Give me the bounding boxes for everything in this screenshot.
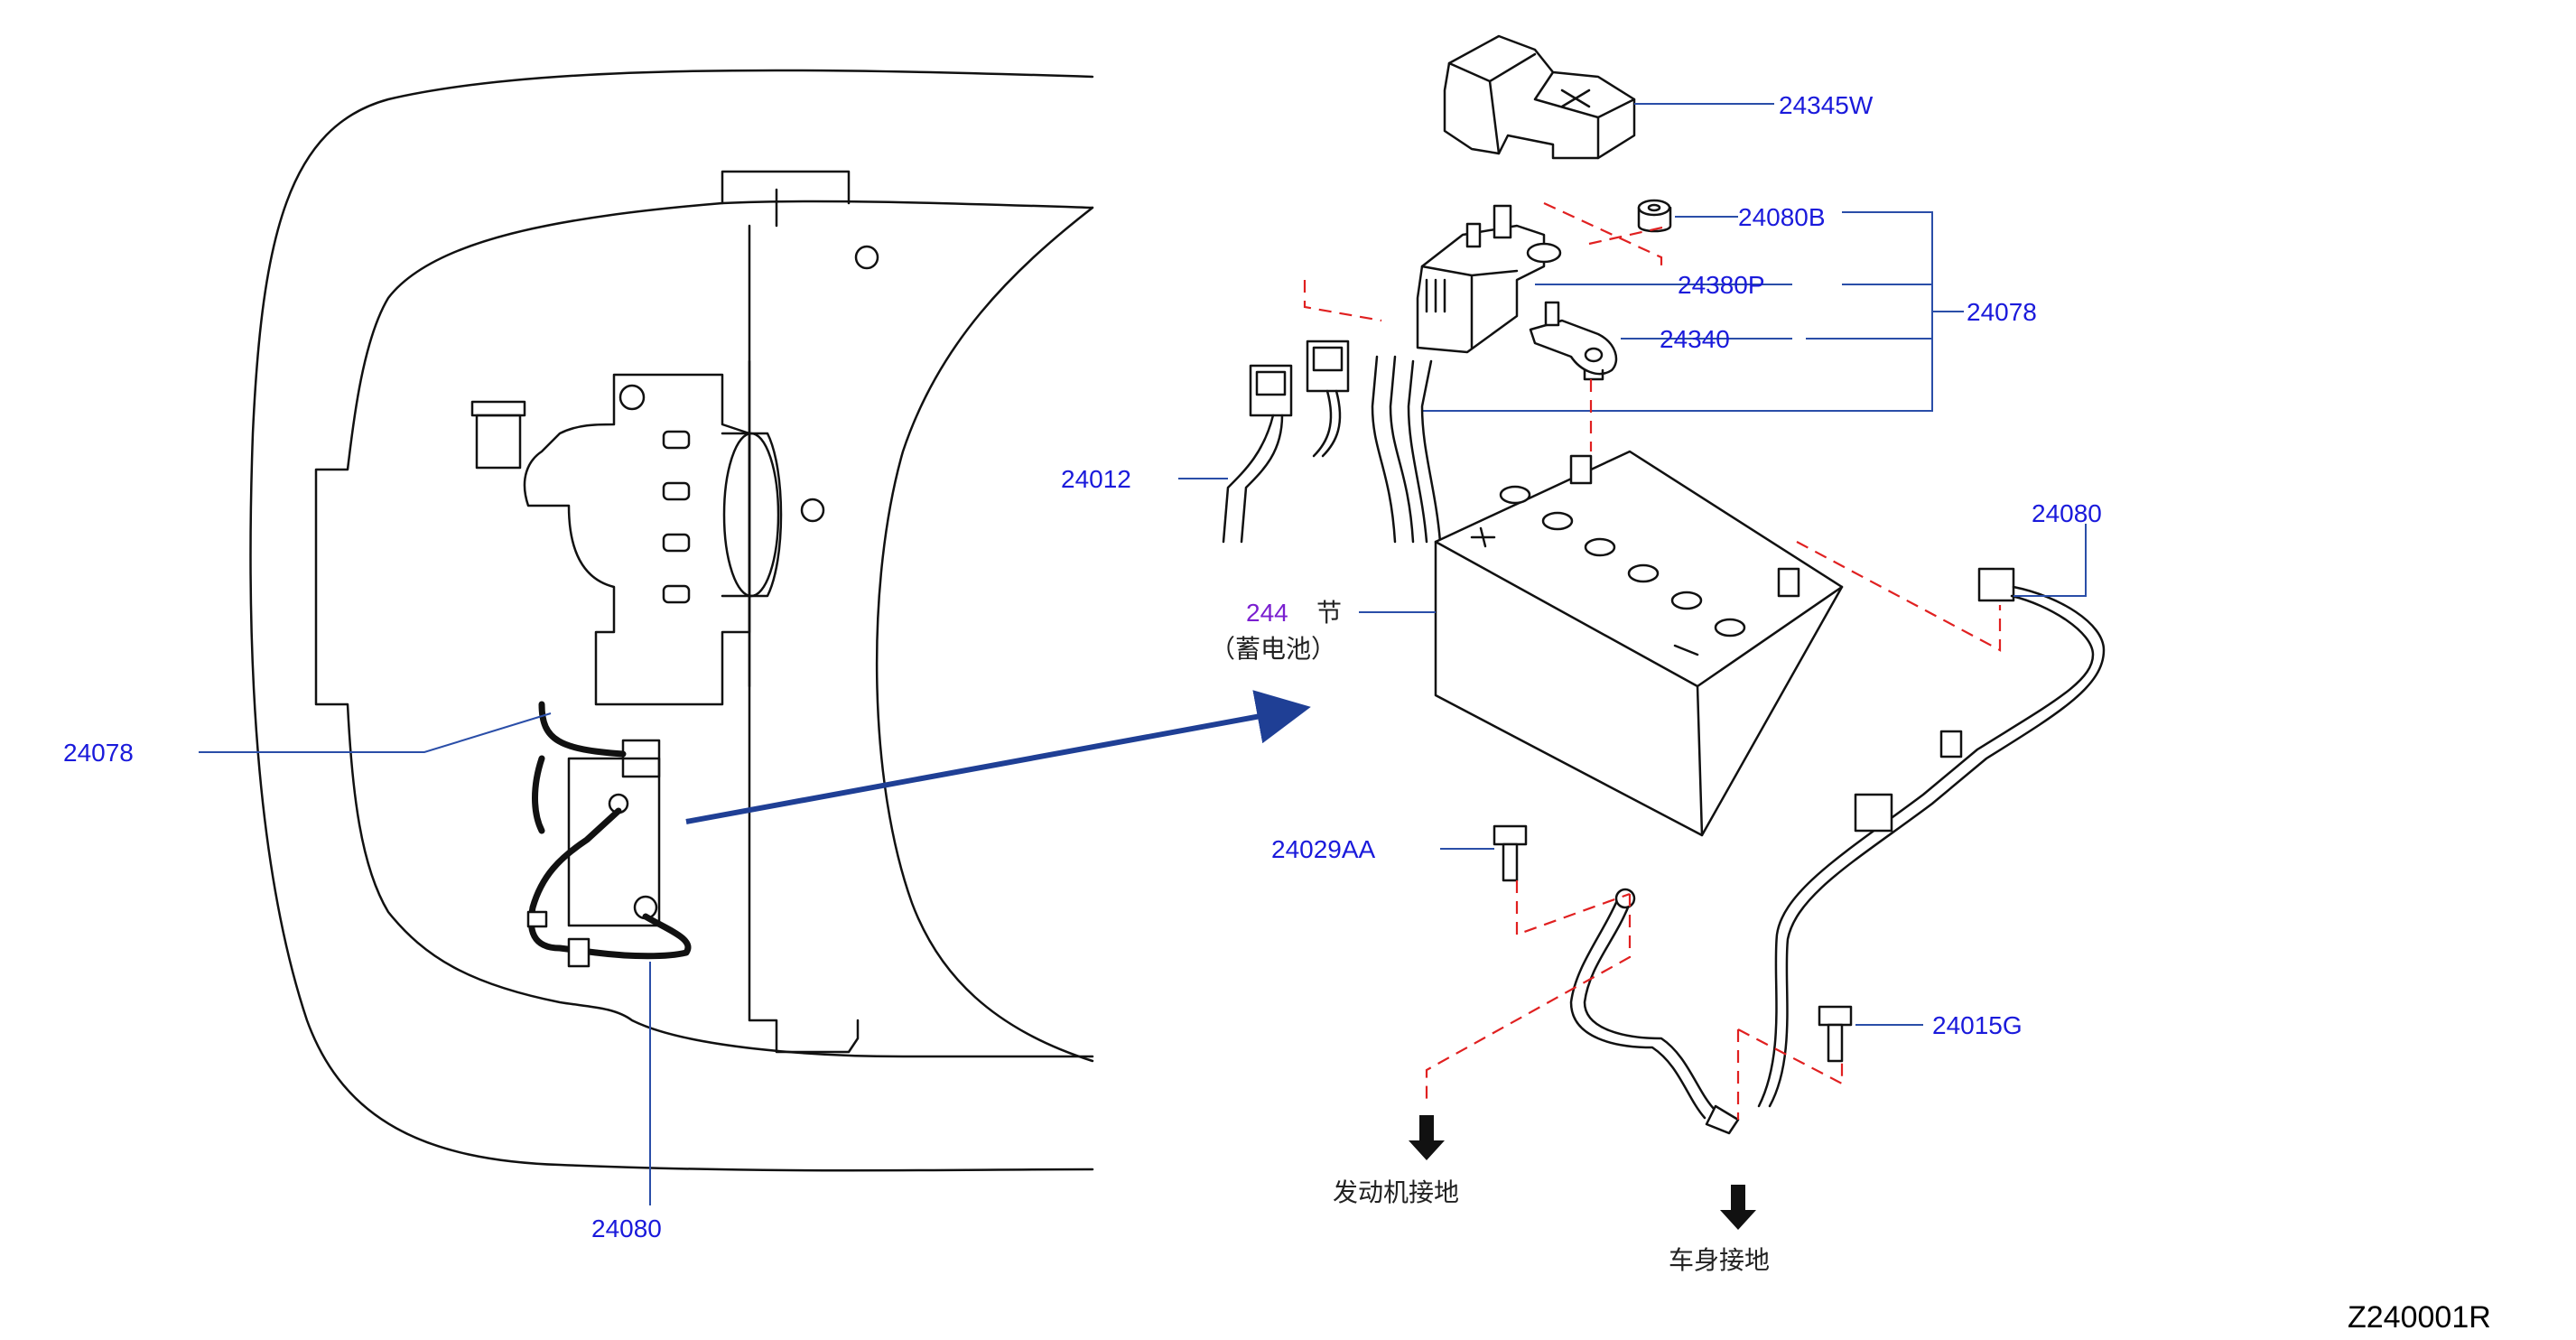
bolt-part <box>1493 824 1528 882</box>
body-ground-arrow <box>1720 1185 1756 1230</box>
battery-section-number: 244 <box>1246 599 1288 627</box>
bolt-part-2 <box>1818 1005 1853 1063</box>
battery-section-char: 节 <box>1316 598 1342 628</box>
label-24078-left: 24078 <box>63 739 134 767</box>
battery-name: （蓄电池） <box>1210 634 1336 664</box>
label-24012: 24012 <box>1061 465 1131 493</box>
label-24029AA: 24029AA <box>1271 835 1376 863</box>
terminal-cover-part <box>1443 34 1636 160</box>
body-ground-label: 车身接地 <box>1669 1245 1770 1275</box>
engine-ground-arrow <box>1409 1115 1445 1160</box>
vehicle-battery-location <box>526 701 692 968</box>
assembly-guide-lines <box>1303 202 2002 1120</box>
detail-pointer-arrow <box>685 690 1311 824</box>
battery-ground-cable-part <box>1757 567 2106 1108</box>
label-24340: 24340 <box>1660 325 1730 353</box>
label-24080-right: 24080 <box>2032 499 2102 527</box>
engine-ground-strap-part <box>1569 888 1740 1135</box>
label-24080B: 24080B <box>1738 203 1826 231</box>
battery-cell-caps <box>1499 485 1746 637</box>
engine-ground-label: 发动机接地 <box>1333 1177 1459 1207</box>
vehicle-engine-bay-view <box>249 69 1311 1172</box>
label-24078-right: 24078 <box>1967 298 2037 326</box>
diagram-code: Z240001R <box>2348 1300 2491 1335</box>
terminal-clamp-part <box>1529 301 1618 381</box>
engine-spark-plug-row <box>662 430 691 604</box>
nut-part <box>1637 199 1672 233</box>
label-24345W: 24345W <box>1779 91 1874 119</box>
harness-connector-part <box>1222 340 1442 544</box>
battery-part <box>1434 450 1844 837</box>
label-24015G: 24015G <box>1932 1011 2023 1039</box>
fusible-link-holder-part <box>1416 204 1562 354</box>
label-24080-left: 24080 <box>591 1214 662 1242</box>
label-24380P: 24380P <box>1678 271 1765 299</box>
